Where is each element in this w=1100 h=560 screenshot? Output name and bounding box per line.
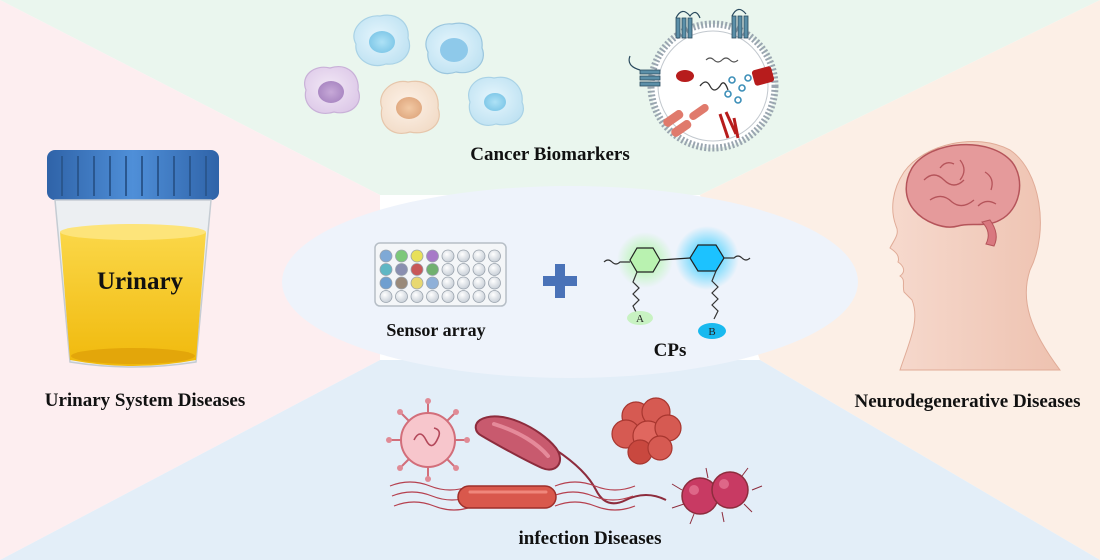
- human-head-icon: [889, 140, 1061, 371]
- cancer-cell-blue-2: [425, 22, 484, 75]
- substituent-b-label: B: [708, 326, 715, 338]
- sensor-well: [379, 276, 393, 290]
- sensor-well: [441, 249, 455, 263]
- sensor-well: [441, 276, 455, 290]
- sensor-well: [395, 263, 408, 276]
- sensor-well: [379, 249, 393, 263]
- sensor-well: [426, 249, 439, 263]
- cancer-biomarkers-label: Cancer Biomarkers: [470, 144, 630, 165]
- sensor-well: [395, 249, 408, 263]
- sensor-well: [472, 263, 486, 276]
- virus-icon: [386, 398, 470, 482]
- neurodegenerative-diseases-label: Neurodegenerative Diseases: [854, 391, 1081, 412]
- sensor-well: [395, 276, 408, 290]
- urinary-system-diseases-label: Urinary System Diseases: [44, 390, 246, 411]
- infection-diseases-label: infection Diseases: [518, 528, 662, 549]
- sensor-well: [457, 290, 470, 303]
- sensor-well: [457, 263, 470, 276]
- sensor-well: [379, 263, 393, 276]
- plus-icon: [543, 264, 577, 298]
- sensor-well: [472, 249, 486, 263]
- bacterium-cluster-icon: [611, 397, 682, 465]
- cancer-cell-purple: [304, 66, 360, 114]
- sensor-well: [426, 290, 439, 303]
- exosome-icon: [628, 8, 779, 152]
- top-region: [0, 0, 1100, 195]
- substituent-a-label: A: [636, 313, 644, 325]
- sensor-well: [457, 276, 470, 290]
- sensor-well: [426, 263, 439, 276]
- sensor-well: [410, 276, 424, 290]
- bacterium-diplococcus-icon: [671, 467, 763, 525]
- sensor-well: [379, 290, 393, 303]
- sensor-well: [488, 290, 501, 303]
- sensor-well: [488, 263, 501, 276]
- cancer-cell-peach: [380, 80, 440, 134]
- cancer-cell-blue-1: [353, 14, 411, 67]
- cps-label: CPs: [653, 340, 687, 361]
- substituent-a-badge: [627, 311, 653, 325]
- bacterium-rod-icon: [474, 415, 667, 505]
- cancer-cell-blue-3: [468, 76, 524, 126]
- sensor-well: [488, 249, 501, 263]
- sensor-well: [410, 263, 424, 276]
- right-region: [700, 0, 1100, 560]
- conjugated-polymer-structure: A B: [603, 226, 751, 339]
- sensor-well: [441, 263, 455, 276]
- sensor-array-label: Sensor array: [386, 320, 486, 340]
- sensor-well: [410, 249, 424, 263]
- sensor-well: [488, 276, 501, 290]
- sensor-well: [441, 290, 455, 303]
- bacterium-flagellated-icon: [389, 481, 636, 511]
- sensor-well: [395, 290, 408, 303]
- sensor-well: [426, 276, 439, 290]
- sensor-well: [472, 290, 486, 303]
- sensor-array-plate: [374, 242, 507, 307]
- sensor-well: [410, 290, 424, 303]
- urinary-cup-label: Urinary: [96, 268, 184, 295]
- urine-cup-icon: [47, 150, 219, 368]
- sensor-well: [457, 249, 470, 263]
- sensor-well: [472, 276, 486, 290]
- substituent-b-badge: [698, 323, 726, 339]
